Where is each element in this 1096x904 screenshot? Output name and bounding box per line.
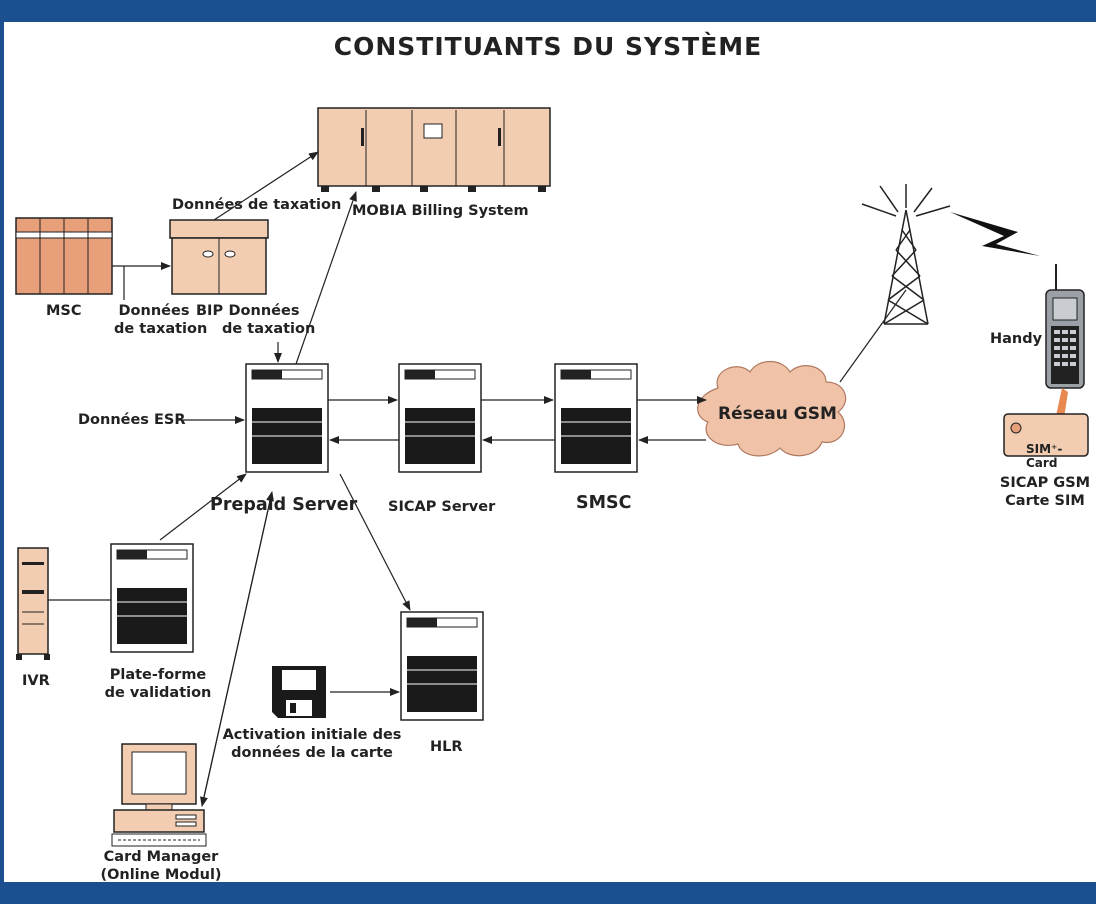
- top-frame-bar: [0, 0, 1096, 22]
- validation-platform-label: Plate-forme de validation: [98, 666, 218, 702]
- radio-signal-icon: [950, 212, 1040, 256]
- sicap-gsm-label-2: Carte SIM: [1005, 493, 1085, 509]
- smsc-label: SMSC: [576, 493, 632, 513]
- msc-bip-edge-label-2: de taxation: [114, 321, 208, 337]
- esr-label: Données ESR: [78, 412, 186, 428]
- gsm-network-label: Réseau GSM: [718, 404, 837, 424]
- validation-platform-label-1: Plate-forme: [109, 667, 207, 683]
- left-frame-edge: [0, 22, 4, 882]
- floppy-disk-icon: [272, 666, 326, 718]
- mobia-label: MOBIA Billing System: [352, 203, 529, 219]
- msc-bip-edge-label: Données de taxation: [114, 302, 208, 338]
- validation-platform-label-2: de validation: [104, 685, 212, 701]
- plain-connections: [48, 266, 907, 601]
- handy-phone-icon: [1045, 264, 1085, 389]
- mobia-billing-system-icon: [317, 107, 551, 192]
- antenna-tower-icon: [861, 184, 951, 325]
- smsc-icon: [554, 363, 638, 473]
- activation-label-1: Activation initiale des: [222, 727, 402, 743]
- card-manager-label-2: (Online Modul): [100, 867, 222, 883]
- bip-prepaid-edge-label-1: Données: [228, 303, 300, 319]
- hlr-label: HLR: [430, 739, 463, 755]
- bottom-frame-bar: [0, 882, 1096, 904]
- ivr-icon: [16, 547, 50, 660]
- sim-card-label: SIM⁺- Card: [1026, 442, 1063, 470]
- ivr-label: IVR: [22, 673, 50, 689]
- msc-icon: [15, 217, 113, 295]
- activation-label-2: données de la carte: [231, 745, 393, 761]
- bip-prepaid-edge-label-2: de taxation: [222, 321, 316, 337]
- hlr-icon: [400, 611, 484, 721]
- validation-platform-icon: [110, 543, 194, 653]
- activation-label: Activation initiale des données de la ca…: [222, 726, 402, 762]
- sicap-gsm-label: SICAP GSM Carte SIM: [996, 474, 1094, 510]
- msc-bip-edge-label-1: Données: [118, 303, 190, 319]
- card-manager-label-1: Card Manager: [103, 849, 219, 865]
- handy-label: Handy: [990, 331, 1043, 347]
- taxation-top-label: Données de taxation: [172, 197, 342, 213]
- prepaid-server-label: Prepaid Server: [210, 495, 358, 515]
- card-manager-computer-icon: [111, 743, 207, 847]
- sicap-gsm-label-1: SICAP GSM: [999, 475, 1091, 491]
- bip-label: BIP: [196, 303, 224, 319]
- gsm-network-cloud-icon: [697, 360, 847, 457]
- msc-label: MSC: [46, 303, 82, 319]
- card-manager-prepaid-arrow: [201, 491, 274, 807]
- diagram-title: CONSTITUANTS DU SYSTÈME: [333, 32, 763, 61]
- sim-card-icon: [1003, 388, 1089, 457]
- sicap-server-label: SICAP Server: [388, 499, 496, 515]
- card-manager-label: Card Manager (Online Modul): [96, 848, 226, 884]
- sicap-server-icon: [398, 363, 482, 473]
- bip-prepaid-edge-label: Données de taxation: [222, 302, 316, 338]
- bip-icon: [169, 219, 269, 295]
- prepaid-server-icon: [245, 363, 329, 473]
